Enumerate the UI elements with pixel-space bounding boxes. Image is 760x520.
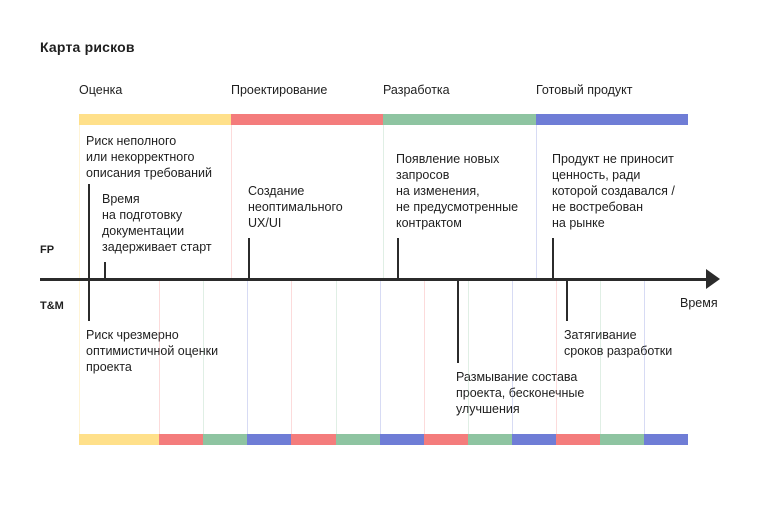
tm-iteration-segment [336,434,380,445]
tm-iteration-divider [203,281,204,434]
tm-iteration-divider [468,281,469,434]
phase-label-design: Проектирование [231,83,328,97]
row-label-fp: FP [40,244,55,256]
row-label-tm: T&M [40,300,64,312]
tm-iteration-divider [291,281,292,434]
fp-risk-suboptimal-ux: Создание неоптимального UX/UI [248,184,343,230]
timeline-axis [40,278,708,281]
tm-iteration-divider [556,281,557,434]
fp-phase-segment [536,114,688,125]
tm-iteration-segment [556,434,600,445]
tm-iteration-divider [424,281,425,434]
fp-risk-tick [104,262,106,279]
tm-iteration-segment [159,434,203,445]
tm-iteration-segment [512,434,556,445]
fp-risk-no-product-value: Продукт не приносит ценность, ради котор… [552,152,675,230]
tm-iteration-segment [291,434,336,445]
tm-iteration-segment [600,434,644,445]
tm-iteration-divider [600,281,601,434]
tm-iteration-divider [336,281,337,434]
fp-phase-divider [383,125,384,278]
tm-iteration-segment [644,434,688,445]
fp-risk-tick [248,238,250,279]
axis-label-time: Время [680,296,718,310]
tm-risk-schedule-delay: Затягивание сроков разработки [564,328,673,358]
fp-phase-segment [383,114,536,125]
tm-iteration-divider [159,281,160,434]
fp-risk-incomplete-requirements: Риск неполного или некорректного описани… [86,134,212,180]
tm-iteration-divider [380,281,381,434]
fp-phase-segment [231,114,383,125]
fp-phase-segment [79,114,231,125]
start-boundary-line [79,281,80,434]
fp-risk-documentation-delay: Время на подготовку документации задержи… [102,192,212,254]
fp-risk-change-requests: Появление новых запросов на изменения, н… [396,152,519,230]
tm-iteration-segment [247,434,291,445]
fp-risk-tick [88,184,90,279]
tm-risk-tick [457,280,459,363]
tm-iteration-divider [644,281,645,434]
diagram-title: Карта рисков [40,39,135,55]
tm-risk-optimistic-estimate: Риск чрезмерно оптимистичной оценки прое… [86,328,219,374]
fp-risk-tick [397,238,399,279]
fp-phase-divider [536,125,537,278]
tm-iteration-segment [424,434,468,445]
tm-iteration-divider [247,281,248,434]
tm-iteration-divider [512,281,513,434]
start-boundary-line [79,125,80,278]
timeline-arrow-icon [706,269,720,289]
phase-label-development: Разработка [383,83,450,97]
tm-risk-scope-creep: Размывание состава проекта, бесконечные … [456,370,585,416]
tm-risk-tick [88,280,90,321]
phase-label-estimation: Оценка [79,83,123,97]
fp-phase-divider [231,125,232,278]
tm-iteration-segment [79,434,159,445]
tm-risk-tick [566,280,568,321]
phase-label-product: Готовый продукт [536,83,633,97]
fp-risk-tick [552,238,554,279]
tm-iteration-segment [380,434,424,445]
tm-iteration-segment [203,434,247,445]
tm-iteration-segment [468,434,512,445]
